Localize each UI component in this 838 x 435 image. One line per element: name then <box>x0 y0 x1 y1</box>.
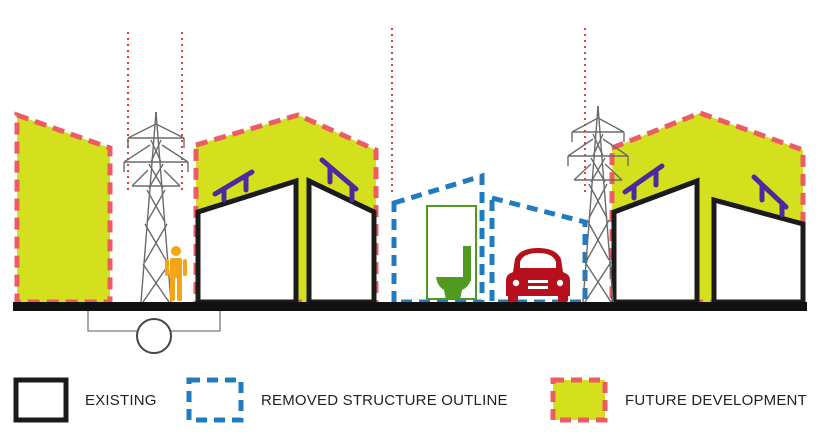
legend-swatch-existing <box>13 377 69 423</box>
legend-label-future: FUTURE DEVELOPMENT <box>625 392 807 409</box>
solar-panel-icon <box>212 157 789 218</box>
car-icon <box>506 248 570 302</box>
pylon-icon <box>123 111 189 303</box>
future-block-left <box>14 111 113 305</box>
toilet-icon <box>426 205 477 300</box>
drain-pipe-icon <box>87 311 221 354</box>
person-icon <box>165 246 187 301</box>
legend-label-removed: REMOVED STRUCTURE OUTLINE <box>261 392 508 409</box>
survey-lines <box>127 28 586 192</box>
legend-label-existing: EXISTING <box>85 392 157 409</box>
legend-swatch-future <box>550 377 608 423</box>
pylon-icon <box>567 105 629 303</box>
legend-swatch-removed <box>186 377 244 423</box>
ground-line <box>13 302 807 311</box>
